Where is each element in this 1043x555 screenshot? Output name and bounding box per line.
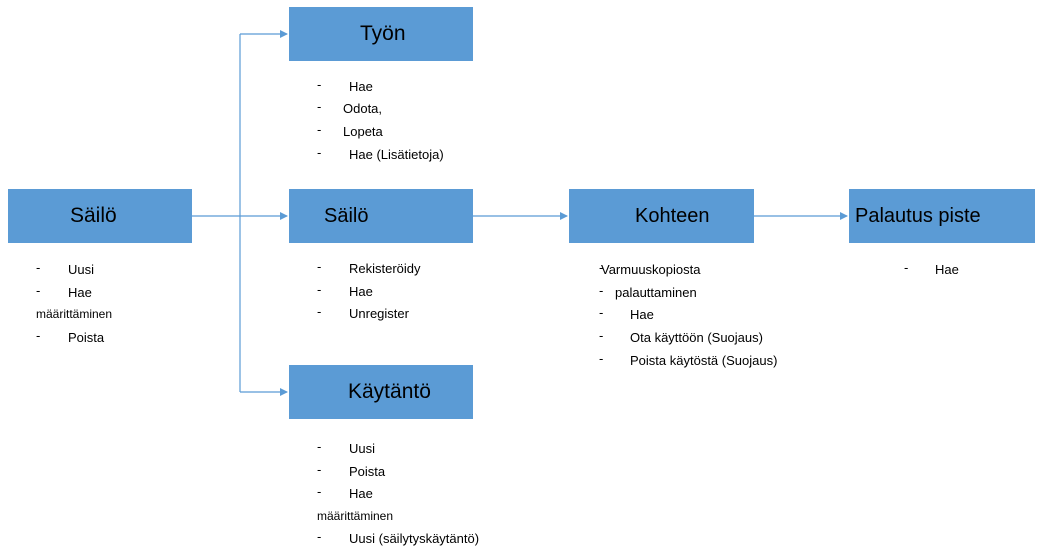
- list-dash: -: [317, 304, 322, 319]
- list-item: määrittäminen: [317, 509, 394, 523]
- list-dash: -: [317, 122, 322, 137]
- list-dash: -: [36, 260, 41, 275]
- node-palautus-piste: Palautus piste: [849, 189, 1035, 243]
- list-dash: -: [599, 305, 604, 320]
- list-item: Ota käyttöön (Suojaus): [630, 330, 763, 345]
- list-dash: -: [599, 351, 604, 366]
- node-label: Säilö: [70, 204, 117, 227]
- list-dash: -: [317, 99, 322, 114]
- list-dash: -: [317, 282, 322, 297]
- list-dash: -: [317, 145, 322, 160]
- list-dash: -: [317, 462, 322, 477]
- list-item: Uusi (säilytyskäytäntö): [349, 531, 480, 546]
- list-item: Odota,: [343, 101, 383, 116]
- list-dash: -: [36, 328, 41, 343]
- list-item: Hae: [68, 285, 92, 300]
- list-item: Rekisteröidy: [349, 261, 421, 276]
- list-item: Varmuuskopiosta: [601, 262, 701, 277]
- list-dash: -: [599, 260, 604, 275]
- list-item: Unregister: [349, 306, 409, 321]
- list-item: Poista: [349, 464, 386, 479]
- node-label: Palautus piste: [855, 204, 981, 227]
- node-label: Säilö: [324, 204, 369, 227]
- node-label: Kohteen: [635, 204, 710, 227]
- list-item: palauttaminen: [615, 285, 697, 300]
- list-item: Poista: [68, 330, 105, 345]
- list-item: määrittäminen: [36, 307, 113, 321]
- list-dash: -: [317, 259, 322, 274]
- list-item: Hae: [349, 284, 373, 299]
- node-sailo-left: Säilö: [8, 189, 192, 243]
- node-sailo-mid: Säilö: [289, 189, 473, 243]
- list-dash: -: [317, 77, 322, 92]
- node-kaytanto: Käytäntö: [289, 365, 473, 419]
- node-label: Käytäntö: [348, 380, 431, 403]
- node-tyon: Työn: [289, 7, 473, 61]
- list-item: Hae: [630, 307, 654, 322]
- list-dash: -: [599, 328, 604, 343]
- list-dash: -: [904, 260, 909, 275]
- list-item: Hae: [349, 486, 373, 501]
- list-dash: -: [599, 283, 604, 298]
- list-item: Lopeta: [343, 124, 383, 139]
- list-dash: -: [36, 283, 41, 298]
- list-dash: -: [317, 529, 322, 544]
- list-dash: -: [317, 484, 322, 499]
- list-item: Uusi: [349, 441, 376, 456]
- list-item: Hae (Lisätietoja): [349, 147, 444, 162]
- node-kohteen: Kohteen: [569, 189, 754, 243]
- node-label: Työn: [360, 22, 406, 45]
- list-dash: -: [317, 439, 322, 454]
- list-item: Uusi: [68, 262, 95, 277]
- list-item: Poista käytöstä (Suojaus): [630, 353, 778, 368]
- list-item: Hae: [349, 79, 373, 94]
- list-item: Hae: [935, 262, 959, 277]
